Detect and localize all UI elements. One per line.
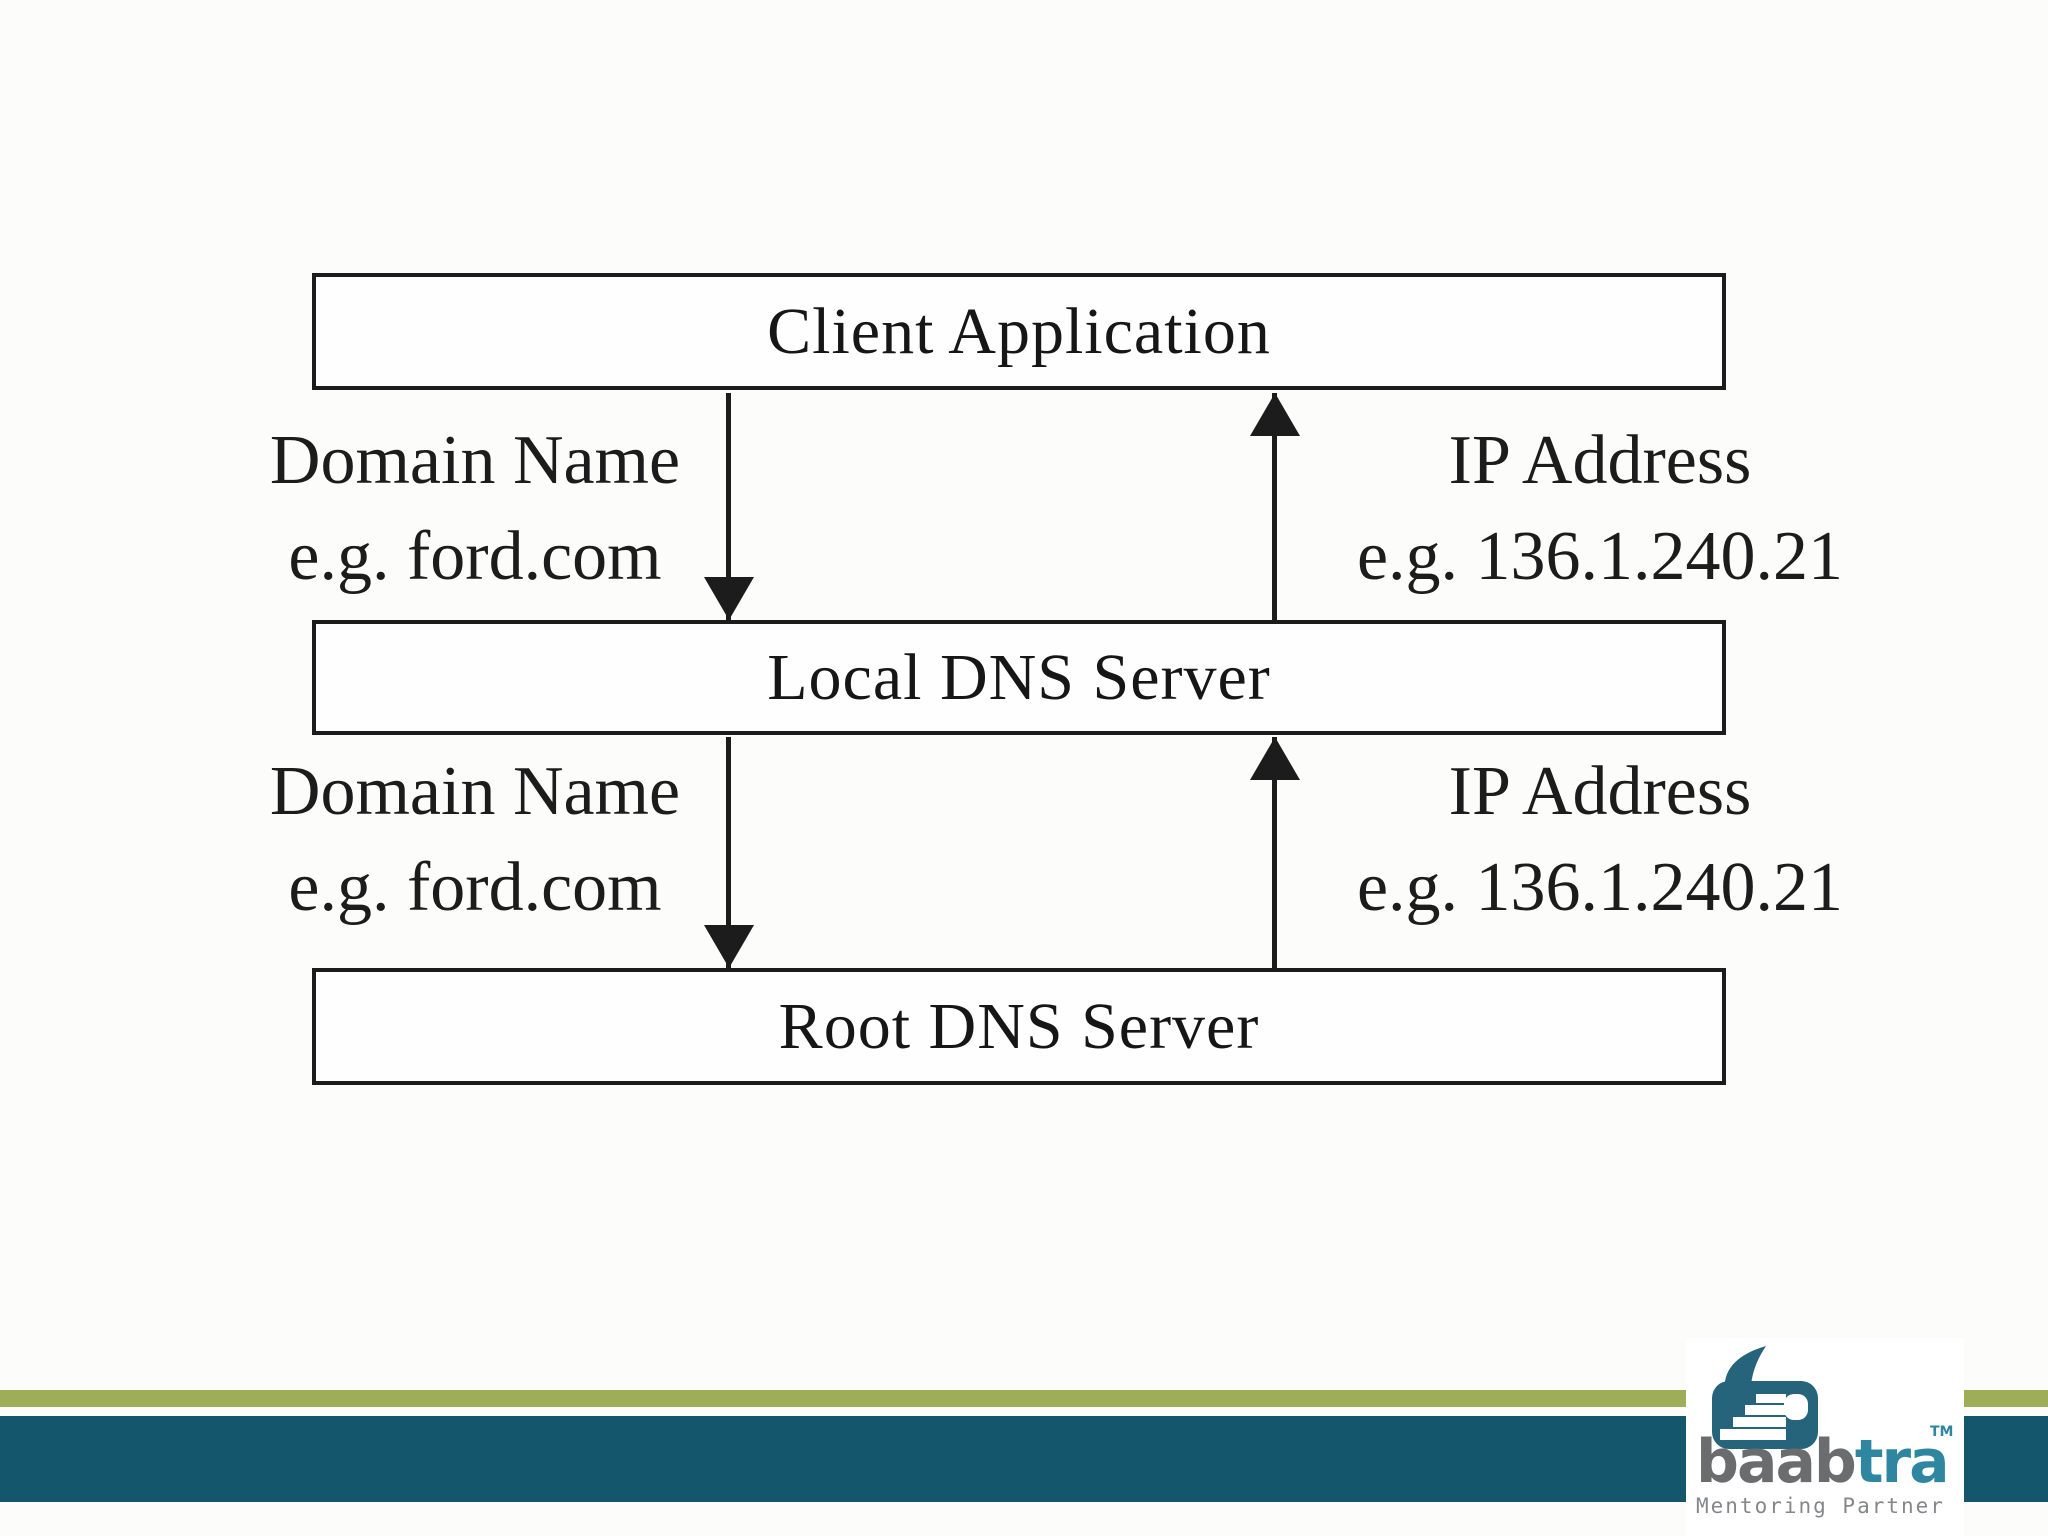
label-line: e.g. ford.com — [288, 849, 662, 926]
label-line: e.g. ford.com — [288, 518, 662, 595]
label-domain-name-row2: Domain Name e.g. ford.com — [165, 744, 785, 936]
arrow-domain-query-local-to-root — [704, 737, 754, 968]
label-ip-address-row2: IP Address e.g. 136.1.240.21 — [1290, 744, 1910, 936]
arrow-head-up-icon — [1250, 393, 1300, 436]
arrow-domain-query-client-to-local — [704, 393, 754, 620]
footer-stripe-green — [0, 1390, 2048, 1407]
arrow-shaft — [1272, 393, 1277, 620]
arrow-ip-reply-local-to-client — [1250, 393, 1300, 620]
label-line: e.g. 136.1.240.21 — [1356, 849, 1844, 926]
arrow-shaft — [726, 393, 731, 620]
box-client-application: Client Application — [312, 273, 1726, 390]
box-local-dns-server: Local DNS Server — [312, 620, 1726, 735]
arrow-head-down-icon — [704, 577, 754, 620]
logo-tagline: Mentoring Partner — [1696, 1494, 1945, 1518]
baabtra-logo: baabtra TM Mentoring Partner — [1686, 1338, 1964, 1536]
label-domain-name-row1: Domain Name e.g. ford.com — [165, 413, 785, 605]
logo-trademark: TM — [1930, 1424, 1954, 1440]
arrow-shaft — [726, 737, 731, 968]
label-line: IP Address — [1448, 753, 1752, 830]
label-ip-address-row1: IP Address e.g. 136.1.240.21 — [1290, 413, 1910, 605]
baabtra-bubble-stairs-icon — [1712, 1346, 1818, 1449]
box-local-dns-server-label: Local DNS Server — [767, 640, 1271, 714]
box-root-dns-server: Root DNS Server — [312, 968, 1726, 1085]
label-line: Domain Name — [269, 422, 681, 499]
label-line: e.g. 136.1.240.21 — [1356, 518, 1844, 595]
logo-text-baab: baab — [1696, 1427, 1857, 1497]
logo-text-tra: tra — [1854, 1427, 1950, 1497]
arrow-head-down-icon — [704, 925, 754, 968]
label-line: Domain Name — [269, 753, 681, 830]
box-client-application-label: Client Application — [767, 294, 1271, 368]
arrow-head-up-icon — [1250, 737, 1300, 780]
logo-wordmark: baabtra — [1696, 1432, 1950, 1492]
arrow-ip-reply-root-to-local — [1250, 737, 1300, 968]
box-root-dns-server-label: Root DNS Server — [778, 989, 1260, 1063]
arrow-shaft — [1272, 737, 1277, 968]
label-line: IP Address — [1448, 422, 1752, 499]
